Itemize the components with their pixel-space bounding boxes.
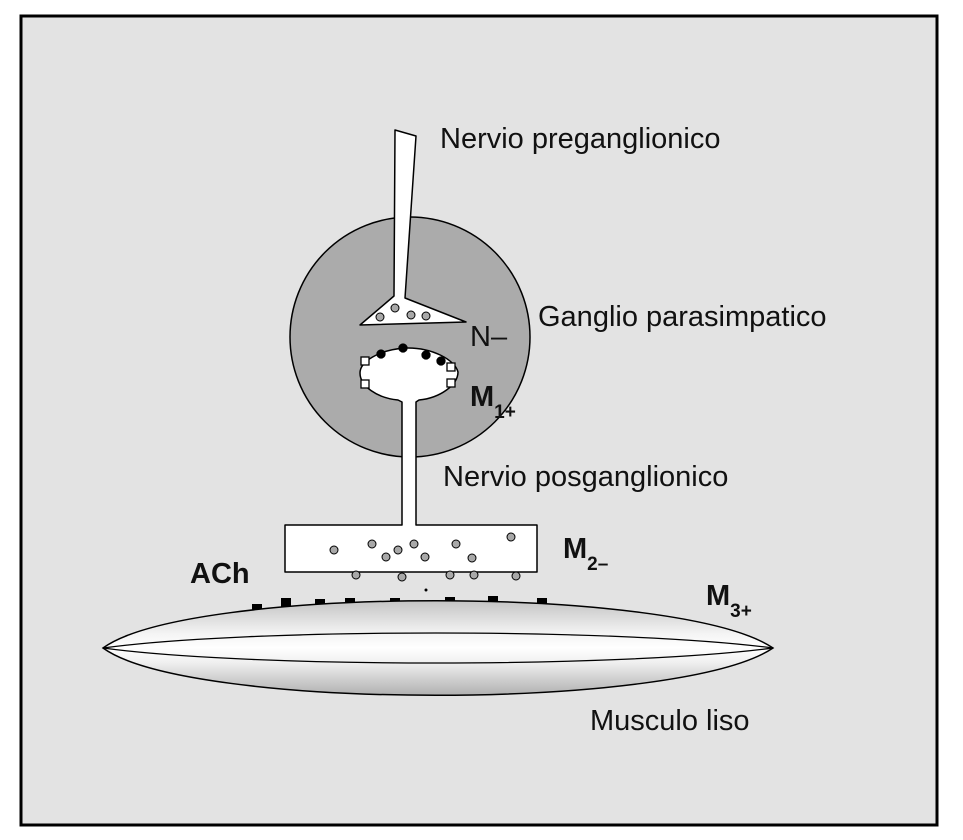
receptor-filled xyxy=(399,344,407,352)
vesicle xyxy=(468,554,476,562)
receptor-square xyxy=(447,363,455,371)
ach-label: ACh xyxy=(190,558,250,590)
preganglionic-label: Nervio preganglionico xyxy=(440,123,721,155)
vesicle xyxy=(394,546,402,554)
vesicle xyxy=(407,311,415,319)
receptor-filled xyxy=(422,351,430,359)
ach-molecule xyxy=(470,571,478,579)
vesicle xyxy=(452,540,460,548)
receptor-square xyxy=(361,380,369,388)
ach-molecule xyxy=(398,573,406,581)
ach-dot xyxy=(425,589,427,591)
receptor-filled xyxy=(377,350,385,358)
vesicle xyxy=(421,553,429,561)
vesicle xyxy=(410,540,418,548)
receptor-square xyxy=(361,357,369,365)
ach-molecule xyxy=(446,571,454,579)
ach-molecule xyxy=(352,571,360,579)
vesicle xyxy=(382,553,390,561)
vesicle xyxy=(376,313,384,321)
smooth-muscle-label: Musculo liso xyxy=(590,705,750,737)
vesicle xyxy=(330,546,338,554)
n-receptor-label: N– xyxy=(470,321,508,353)
vesicle xyxy=(368,540,376,548)
ach-molecule xyxy=(512,572,520,580)
vesicle xyxy=(391,304,399,312)
receptor-filled xyxy=(437,357,445,365)
vesicle xyxy=(507,533,515,541)
receptor-square xyxy=(447,379,455,387)
vesicle xyxy=(422,312,430,320)
postganglionic-label: Nervio posganglionico xyxy=(443,461,728,493)
ganglion-label: Ganglio parasimpatico xyxy=(538,301,827,333)
